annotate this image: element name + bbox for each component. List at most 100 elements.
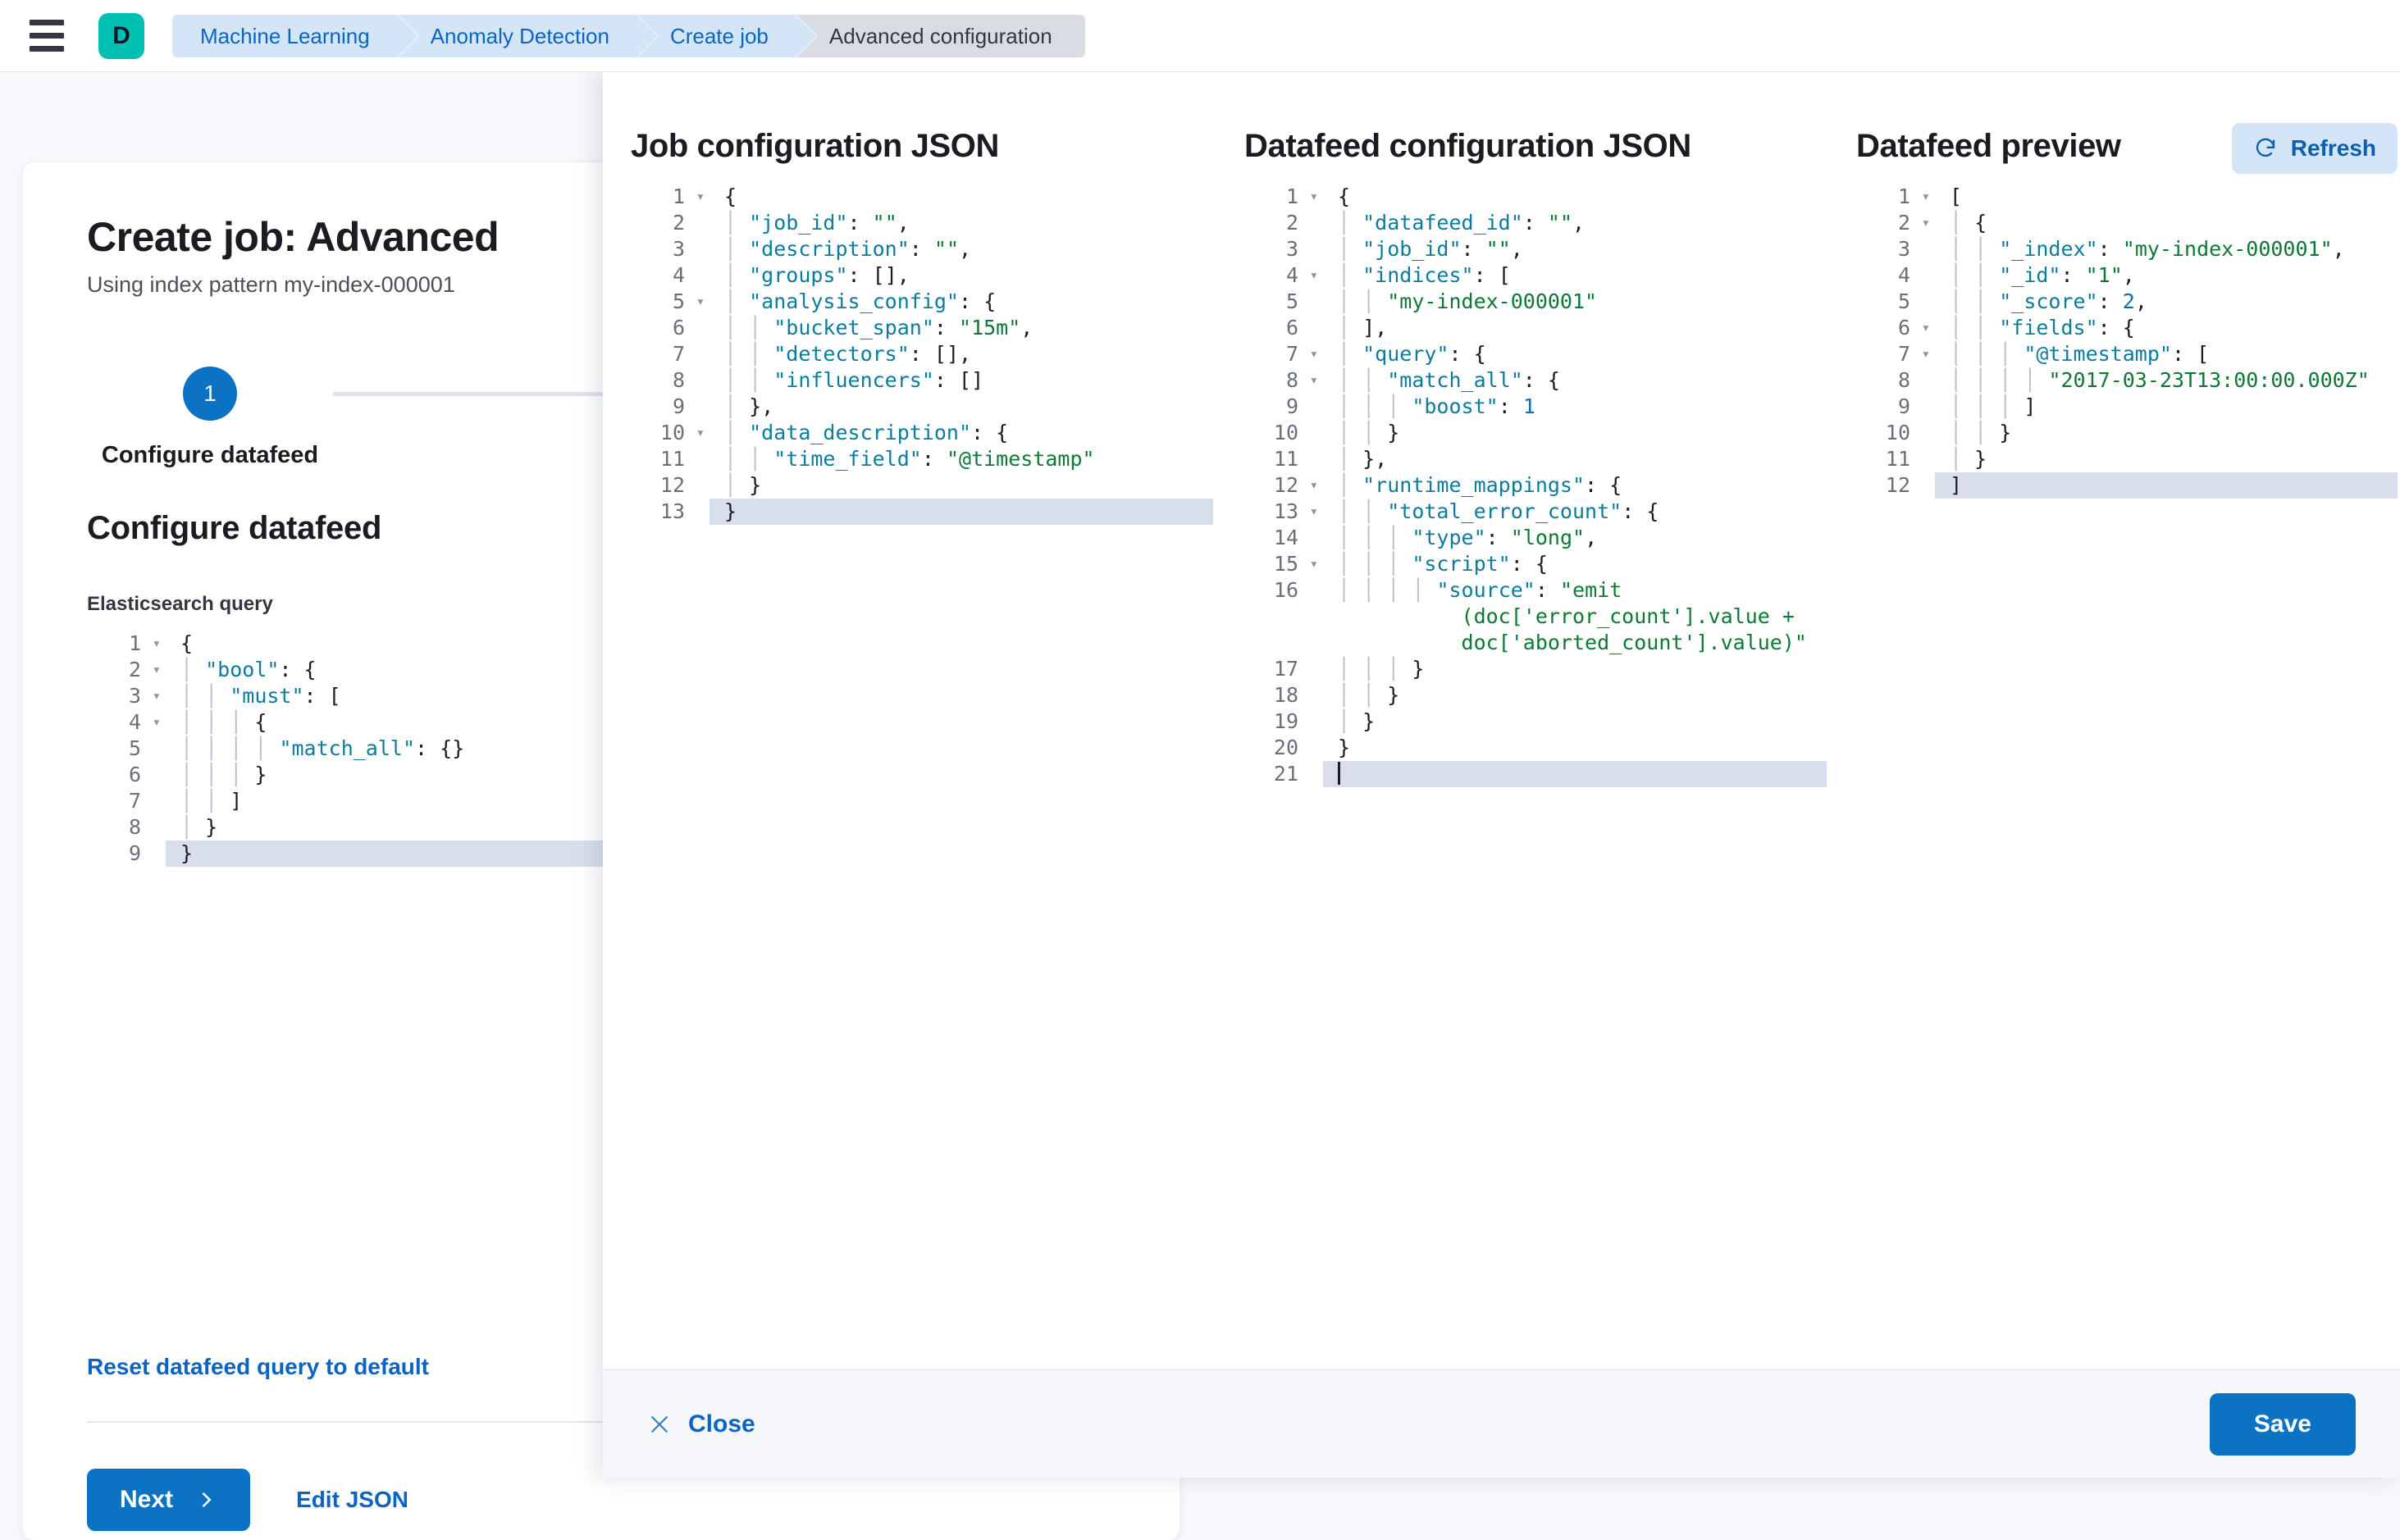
fold-arrow-icon[interactable]: ▾ xyxy=(152,714,161,731)
editor-line[interactable]: 9▾│ │ │ ] xyxy=(1856,394,2398,420)
editor-line[interactable]: 12▾] xyxy=(1856,472,2398,499)
refresh-button[interactable]: Refresh xyxy=(2231,123,2398,174)
editor-line[interactable]: 16▾│ │ │ │ "source": "emit (doc['error_c… xyxy=(1244,577,1827,656)
deployment-logo-badge[interactable]: D xyxy=(98,12,144,59)
fold-arrow-icon[interactable]: ▾ xyxy=(1921,320,1930,336)
edit-json-button[interactable]: Edit JSON xyxy=(296,1487,408,1512)
editor-line[interactable]: 11▾│ }, xyxy=(1244,446,1827,472)
editor-line-text: } xyxy=(1338,736,1351,759)
editor-line-number: 4▾ xyxy=(1244,262,1323,289)
editor-line[interactable]: 2▾│ "job_id": "", xyxy=(631,210,1213,236)
breadcrumb-item-create-job[interactable]: Create job xyxy=(637,14,817,57)
editor-line[interactable]: 11▾│ │ "time_field": "@timestamp" xyxy=(631,446,1213,472)
editor-line-number: 4▾ xyxy=(87,709,166,736)
editor-line[interactable]: 7▾│ │ "detectors": [], xyxy=(631,341,1213,367)
breadcrumb-item-machine-learning[interactable]: Machine Learning xyxy=(172,14,418,57)
editor-line[interactable]: 2▾│ { xyxy=(1856,210,2398,236)
editor-line[interactable]: 6▾│ │ │ } xyxy=(87,762,1125,788)
fold-arrow-icon[interactable]: ▾ xyxy=(1309,372,1318,389)
reset-datafeed-query-link[interactable]: Reset datafeed query to default xyxy=(87,1354,429,1379)
fold-arrow-icon[interactable]: ▾ xyxy=(1309,503,1318,520)
editor-line-number: 8▾ xyxy=(1244,367,1323,394)
editor-line[interactable]: 6▾│ │ "fields": { xyxy=(1856,315,2398,341)
fold-arrow-icon[interactable]: ▾ xyxy=(1309,346,1318,362)
editor-line[interactable]: 8▾│ │ │ │ "2017-03-23T13:00:00.000Z" xyxy=(1856,367,2398,394)
datafeed-configuration-json-editor[interactable]: 1▾{2▾│ "datafeed_id": "",3▾│ "job_id": "… xyxy=(1244,184,1827,1369)
wizard-step-1-number[interactable]: 1 xyxy=(183,367,237,421)
editor-line[interactable]: 5▾│ "analysis_config": { xyxy=(631,289,1213,315)
editor-line[interactable]: 3▾│ │ "must": [ xyxy=(87,683,1125,709)
breadcrumb-item-anomaly-detection[interactable]: Anomaly Detection xyxy=(397,14,659,57)
editor-line[interactable]: 14▾│ │ │ "type": "long", xyxy=(1244,525,1827,551)
editor-line[interactable]: 4▾│ │ │ { xyxy=(87,709,1125,736)
editor-line[interactable]: 2▾│ "datafeed_id": "", xyxy=(1244,210,1827,236)
editor-line[interactable]: 20▾} xyxy=(1244,735,1827,761)
datafeed-preview-json-editor[interactable]: 1▾[2▾│ {3▾│ │ "_index": "my-index-000001… xyxy=(1856,184,2398,1369)
editor-line[interactable]: 10▾│ │ } xyxy=(1244,420,1827,446)
editor-line[interactable]: 15▾│ │ │ "script": { xyxy=(1244,551,1827,577)
editor-line[interactable]: 7▾│ "query": { xyxy=(1244,341,1827,367)
job-configuration-json-editor[interactable]: 1▾{2▾│ "job_id": "",3▾│ "description": "… xyxy=(631,184,1213,1369)
fold-arrow-icon[interactable]: ▾ xyxy=(1309,267,1318,284)
fold-arrow-icon[interactable]: ▾ xyxy=(1309,189,1318,205)
fold-arrow-icon[interactable]: ▾ xyxy=(152,662,161,678)
editor-line-number: 8▾ xyxy=(1856,367,1935,394)
editor-line[interactable]: 11▾│ } xyxy=(1856,446,2398,472)
editor-line[interactable]: 3▾│ "description": "", xyxy=(631,236,1213,262)
editor-line[interactable]: 2▾│ "bool": { xyxy=(87,657,1125,683)
fold-arrow-icon[interactable]: ▾ xyxy=(1309,477,1318,494)
editor-line[interactable]: 8▾│ │ "match_all": { xyxy=(1244,367,1827,394)
editor-line-number: 8▾ xyxy=(87,814,166,841)
editor-line[interactable]: 8▾│ │ "influencers": [] xyxy=(631,367,1213,394)
close-button[interactable]: Close xyxy=(647,1410,755,1438)
fold-arrow-icon[interactable]: ▾ xyxy=(696,294,705,310)
editor-line-text xyxy=(1323,761,1340,787)
editor-line[interactable]: 12▾│ "runtime_mappings": { xyxy=(1244,472,1827,499)
fold-arrow-icon[interactable]: ▾ xyxy=(152,688,161,704)
editor-line[interactable]: 5▾│ │ "my-index-000001" xyxy=(1244,289,1827,315)
editor-line[interactable]: 6▾│ ], xyxy=(1244,315,1827,341)
fold-arrow-icon[interactable]: ▾ xyxy=(696,425,705,441)
editor-line[interactable]: 3▾│ "job_id": "", xyxy=(1244,236,1827,262)
hamburger-menu-icon[interactable] xyxy=(30,19,69,53)
editor-line[interactable]: 4▾│ "indices": [ xyxy=(1244,262,1827,289)
editor-line[interactable]: 1▾{ xyxy=(87,631,1125,657)
editor-line[interactable]: 5▾│ │ │ │ "match_all": {} xyxy=(87,736,1125,762)
editor-line[interactable]: 7▾│ │ ] xyxy=(87,788,1125,814)
editor-line[interactable]: 9▾│ │ │ "boost": 1 xyxy=(1244,394,1827,420)
editor-line-text: │ "analysis_config": { xyxy=(724,289,997,313)
editor-line[interactable]: 6▾│ │ "bucket_span": "15m", xyxy=(631,315,1213,341)
editor-line-number: 12▾ xyxy=(631,472,710,499)
editor-line[interactable]: 19▾│ } xyxy=(1244,708,1827,735)
editor-line[interactable]: 1▾{ xyxy=(631,184,1213,210)
editor-line[interactable]: 13▾} xyxy=(631,499,1213,525)
editor-line[interactable]: 13▾│ │ "total_error_count": { xyxy=(1244,499,1827,525)
fold-arrow-icon[interactable]: ▾ xyxy=(1921,215,1930,231)
editor-line[interactable]: 21▾ xyxy=(1244,761,1827,787)
editor-line[interactable]: 3▾│ │ "_index": "my-index-000001", xyxy=(1856,236,2398,262)
editor-line[interactable]: 8▾│ } xyxy=(87,814,1125,841)
next-button[interactable]: Next xyxy=(87,1469,251,1531)
editor-line[interactable]: 18▾│ │ } xyxy=(1244,682,1827,708)
editor-line[interactable]: 10▾│ │ } xyxy=(1856,420,2398,446)
editor-line[interactable]: 1▾[ xyxy=(1856,184,2398,210)
editor-line[interactable]: 1▾{ xyxy=(1244,184,1827,210)
editor-line[interactable]: 10▾│ "data_description": { xyxy=(631,420,1213,446)
fold-arrow-icon[interactable]: ▾ xyxy=(1309,556,1318,572)
editor-line[interactable]: 7▾│ │ │ "@timestamp": [ xyxy=(1856,341,2398,367)
save-button[interactable]: Save xyxy=(2209,1392,2356,1456)
editor-line-number: 6▾ xyxy=(87,762,166,788)
fold-arrow-icon[interactable]: ▾ xyxy=(1921,189,1930,205)
fold-arrow-icon[interactable]: ▾ xyxy=(1921,346,1930,362)
editor-line-text: │ │ "influencers": [] xyxy=(724,368,984,392)
editor-line[interactable]: 17▾│ │ │ } xyxy=(1244,656,1827,682)
editor-line-text: │ │ │ ] xyxy=(1950,394,2037,418)
editor-line-text: │ } xyxy=(1338,709,1376,733)
editor-line[interactable]: 5▾│ │ "_score": 2, xyxy=(1856,289,2398,315)
editor-line[interactable]: 12▾│ } xyxy=(631,472,1213,499)
fold-arrow-icon[interactable]: ▾ xyxy=(152,636,161,652)
editor-line[interactable]: 4▾│ "groups": [], xyxy=(631,262,1213,289)
editor-line[interactable]: 4▾│ │ "_id": "1", xyxy=(1856,262,2398,289)
editor-line[interactable]: 9▾│ }, xyxy=(631,394,1213,420)
fold-arrow-icon[interactable]: ▾ xyxy=(696,189,705,205)
